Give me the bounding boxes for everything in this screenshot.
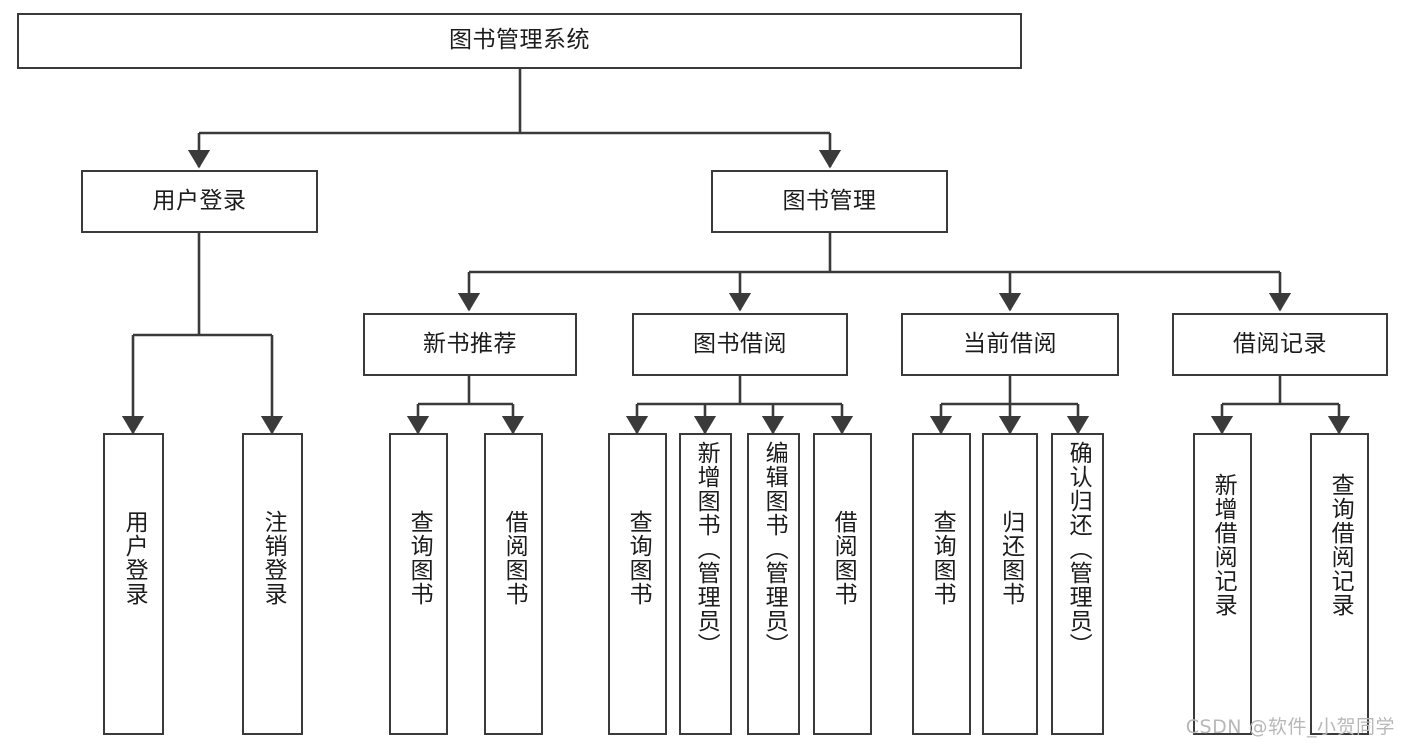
node-label: 用户登录 — [121, 510, 148, 606]
node-leaf-query-book-1[interactable]: 查询图书 — [389, 433, 448, 735]
node-leaf-return-book[interactable]: 归还图书 — [982, 433, 1038, 735]
node-leaf-borrow-book-1[interactable]: 借阅图书 — [484, 433, 543, 735]
node-label: 注销登录 — [260, 510, 287, 606]
node-borrow-record[interactable]: 借阅记录 — [1172, 313, 1388, 376]
node-book-management[interactable]: 图书管理 — [711, 170, 948, 233]
node-leaf-add-record[interactable]: 新增借阅记录 — [1193, 433, 1252, 735]
node-leaf-edit-book[interactable]: 编辑图书（管理员） — [747, 433, 800, 735]
node-user-login[interactable]: 用户登录 — [81, 170, 318, 233]
csdn-watermark: CSDN @软件_小贺同学 — [1185, 716, 1395, 738]
node-leaf-add-book[interactable]: 新增图书（管理员） — [679, 433, 732, 735]
node-leaf-query-record[interactable]: 查询借阅记录 — [1310, 433, 1369, 735]
node-label: 新书推荐 — [423, 330, 517, 357]
node-leaf-user-login[interactable]: 用户登录 — [103, 433, 164, 735]
node-label: 新增借阅记录 — [1210, 473, 1237, 617]
node-label: 借阅图书 — [501, 510, 528, 606]
node-label: 查询借阅记录 — [1327, 473, 1354, 617]
node-label: 借阅记录 — [1233, 330, 1327, 357]
node-label: 图书管理 — [782, 187, 877, 214]
node-root-book-management-system[interactable]: 图书管理系统 — [17, 13, 1022, 69]
node-label: 查询图书 — [406, 510, 433, 606]
node-label: 新增图书（管理员） — [693, 441, 720, 657]
node-leaf-logout-login[interactable]: 注销登录 — [242, 433, 303, 735]
node-leaf-query-book-3[interactable]: 查询图书 — [912, 433, 971, 735]
node-label: 查询图书 — [929, 510, 956, 606]
node-leaf-borrow-book-2[interactable]: 借阅图书 — [813, 433, 872, 735]
node-leaf-query-book-2[interactable]: 查询图书 — [608, 433, 667, 735]
node-label: 图书管理系统 — [449, 27, 590, 54]
node-label: 查询图书 — [625, 510, 652, 606]
node-label: 当前借阅 — [963, 330, 1057, 357]
node-label: 图书借阅 — [693, 330, 787, 357]
node-current-borrow[interactable]: 当前借阅 — [901, 313, 1119, 376]
node-label: 借阅图书 — [830, 510, 857, 606]
node-label: 归还图书 — [997, 510, 1024, 606]
node-label: 确认归还（管理员） — [1065, 441, 1092, 657]
node-label: 用户登录 — [152, 187, 247, 214]
node-book-borrow[interactable]: 图书借阅 — [632, 313, 848, 376]
node-new-book-recommend[interactable]: 新书推荐 — [363, 313, 577, 376]
node-label: 编辑图书（管理员） — [761, 441, 788, 657]
node-leaf-confirm-return[interactable]: 确认归还（管理员） — [1051, 433, 1104, 735]
